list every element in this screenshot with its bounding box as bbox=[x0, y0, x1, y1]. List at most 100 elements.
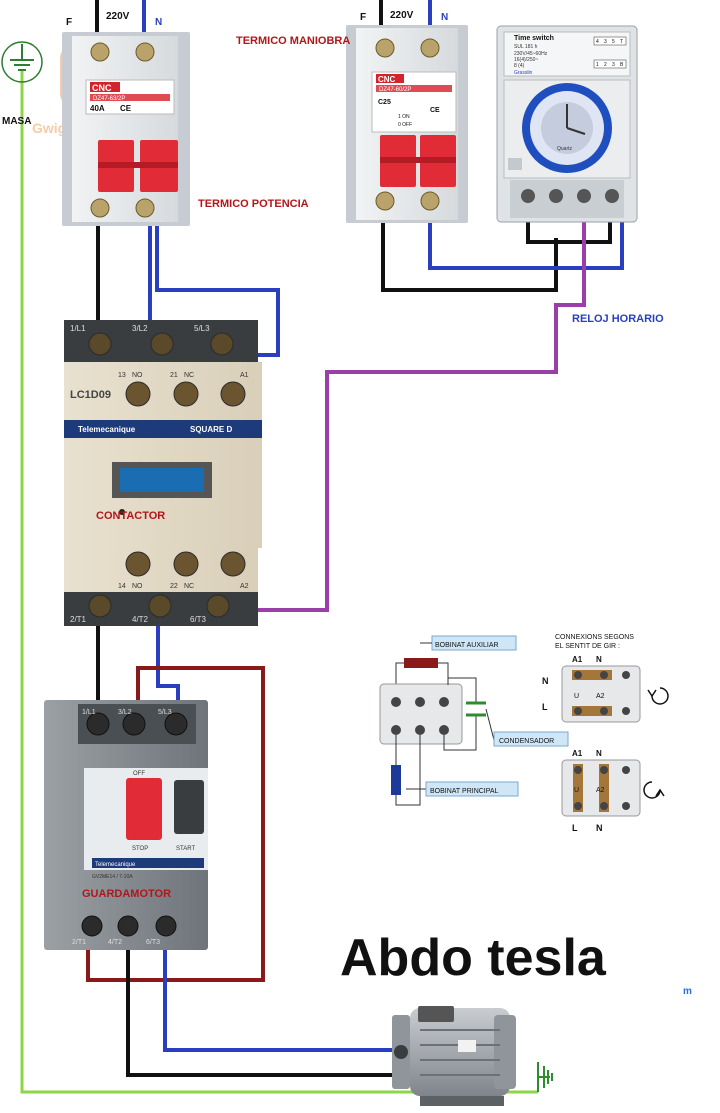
contactor: 1/L1 3/L2 5/L3 13 NO 21 NC A1 LC1D09 Tel… bbox=[64, 320, 262, 626]
guardamotor-bot-t2: 4/T2 bbox=[108, 939, 122, 946]
ts-bot-2: 2 bbox=[604, 62, 607, 68]
rotation-arrow-cw bbox=[643, 781, 661, 799]
watermark-suffix: m bbox=[683, 986, 692, 997]
guardamotor-brand: Telemecanique bbox=[95, 862, 136, 868]
voltage-label-right: 220V bbox=[390, 10, 414, 21]
contactor-top-t3: 5/L3 bbox=[194, 324, 210, 333]
breaker-maniobra-ce: CE bbox=[430, 107, 440, 114]
guardamotor: 1/L1 3/L2 5/L3 OFF STOP START Telemecani… bbox=[44, 700, 208, 950]
bobinat-auxiliar-label: BOBINAT AUXILIAR bbox=[435, 642, 499, 649]
guardamotor-start-label: START bbox=[176, 846, 195, 852]
contactor-aux-top-13: 13 bbox=[118, 372, 126, 379]
contactor-aux-top-no: NO bbox=[132, 372, 143, 379]
auxiliary-winding bbox=[404, 658, 438, 668]
time-switch-terminal-map-top: 4 3 5 T bbox=[593, 36, 627, 46]
breaker-maniobra-rating: C25 bbox=[378, 99, 391, 106]
ts-bot-3: 3 bbox=[612, 62, 615, 68]
breaker-potencia: CNC DZ47-63/2P 40A CE bbox=[62, 32, 190, 226]
box2-u: U bbox=[574, 787, 579, 794]
main-winding bbox=[391, 765, 401, 795]
box2-n: N bbox=[596, 749, 602, 758]
ts-top-4: T bbox=[620, 39, 623, 45]
guardamotor-top-t2: 3/L2 bbox=[118, 709, 132, 716]
time-switch-spec1: 230V/45~60Hz bbox=[514, 51, 548, 57]
guardamotor-motor-red-loop bbox=[86, 666, 265, 982]
motor-wiring-schematic: BOBINAT AUXILIAR CONDENSADOR BOBINAT PRI… bbox=[379, 634, 669, 833]
control-coil-wire bbox=[230, 212, 586, 612]
time-switch-model: SUL 181 h bbox=[514, 44, 538, 50]
breaker-maniobra: CNC DZ47-60/2P C25 1 ON 0 OFF CE bbox=[346, 25, 468, 223]
box2-bottom-n: N bbox=[596, 823, 603, 833]
contactor-label: CONTACTOR bbox=[96, 510, 165, 522]
time-switch-spec2: 16(4)/250~ bbox=[514, 57, 538, 63]
box1-a2: A2 bbox=[596, 693, 605, 700]
breaker-potencia-brand: CNC bbox=[92, 83, 112, 93]
breaker-maniobra-off: 0 OFF bbox=[398, 122, 412, 128]
breaker-potencia-model: DZ47-63/2P bbox=[93, 96, 125, 102]
voltage-label-left: 220V bbox=[106, 11, 130, 22]
guardamotor-start-button[interactable] bbox=[174, 780, 204, 834]
bobinat-principal-label: BOBINAT PRINCIPAL bbox=[430, 788, 499, 795]
contactor-aux-bot-a2: A2 bbox=[240, 583, 249, 590]
breaker-potencia-ce: CE bbox=[120, 104, 132, 113]
time-switch-brand: Grasslin bbox=[514, 70, 533, 76]
connexions-title-1: CONNEXIONS SEGONS bbox=[555, 634, 634, 641]
contactor-bot-t3: 6/T3 bbox=[190, 615, 207, 624]
guardamotor-stop-button[interactable] bbox=[126, 778, 162, 840]
ts-bot-1: 1 bbox=[596, 62, 599, 68]
timer-loop-black bbox=[526, 212, 612, 244]
time-switch-spec3: 8 (4) bbox=[514, 63, 525, 69]
contactor-top-t1: 1/L1 bbox=[70, 324, 86, 333]
guardamotor-stop-label: STOP bbox=[132, 846, 148, 852]
box1-a1: A1 bbox=[572, 655, 583, 664]
contactor-aux-top-21: 21 bbox=[170, 372, 178, 379]
phase-label-right: F bbox=[360, 12, 366, 23]
breaker-maniobra-brand: CNC bbox=[378, 75, 396, 84]
contactor-aux-bot-no: NO bbox=[132, 583, 143, 590]
neutral-label-right: N bbox=[441, 12, 448, 23]
contactor-aux-top-a1: A1 bbox=[240, 372, 249, 379]
box2-bottom-l: L bbox=[572, 823, 578, 833]
guardamotor-top-t3: 5/L3 bbox=[158, 709, 172, 716]
contactor-aux-bot-14: 14 bbox=[118, 583, 126, 590]
guardamotor-off-label: OFF bbox=[133, 771, 145, 777]
contactor-out-blue bbox=[156, 618, 180, 710]
contactor-aux-bot-22: 22 bbox=[170, 583, 178, 590]
contactor-aux-bot-nc: NC bbox=[184, 583, 194, 590]
connexions-title-2: EL SENTIT DE GIR : bbox=[555, 643, 620, 650]
contactor-bot-t2: 4/T2 bbox=[132, 615, 149, 624]
time-switch-dial-text: Quartz bbox=[557, 146, 573, 152]
contactor-model: LC1D09 bbox=[70, 389, 111, 401]
supply-labels-right: F 220V N bbox=[360, 10, 448, 23]
ts-top-1: 4 bbox=[596, 39, 599, 45]
rotation-arrow-ccw bbox=[651, 687, 669, 705]
time-switch-title: Time switch bbox=[514, 35, 554, 42]
box1-side-top: N bbox=[542, 676, 549, 686]
guardamotor-model: GV2ME14 / 7-10A bbox=[92, 874, 133, 880]
contactor-aux-top-nc: NC bbox=[184, 372, 194, 379]
author-signature: Abdo tesla bbox=[340, 929, 607, 987]
contactor-brand: Telemecanique bbox=[78, 425, 136, 434]
box2-a1: A1 bbox=[572, 749, 583, 758]
contactor-brand2: SQUARE D bbox=[190, 425, 232, 434]
contactor-bot-t1: 2/T1 bbox=[70, 615, 87, 624]
time-switch-terminal-map-bottom: 1 2 3 B bbox=[593, 59, 627, 69]
phase-label-left: F bbox=[66, 17, 72, 28]
guardamotor-bot-t1: 2/T1 bbox=[72, 939, 86, 946]
motor-black-wire bbox=[126, 940, 392, 1077]
box2-a2: A2 bbox=[596, 787, 605, 794]
box1-u: U bbox=[574, 693, 579, 700]
masa-label: MASA bbox=[2, 116, 31, 127]
ts-top-3: 5 bbox=[612, 39, 615, 45]
earth-wire bbox=[20, 70, 538, 1094]
guardamotor-label: GUARDAMOTOR bbox=[82, 888, 171, 900]
contactor-top-t2: 3/L2 bbox=[132, 324, 148, 333]
motor-blue-wire bbox=[163, 940, 392, 1052]
breaker-potencia-rating: 40A bbox=[90, 104, 105, 113]
guardamotor-bot-t3: 6/T3 bbox=[146, 939, 160, 946]
breaker-maniobra-model: DZ47-60/2P bbox=[379, 87, 411, 93]
guardamotor-top-t1: 1/L1 bbox=[82, 709, 96, 716]
box1-n: N bbox=[596, 655, 602, 664]
